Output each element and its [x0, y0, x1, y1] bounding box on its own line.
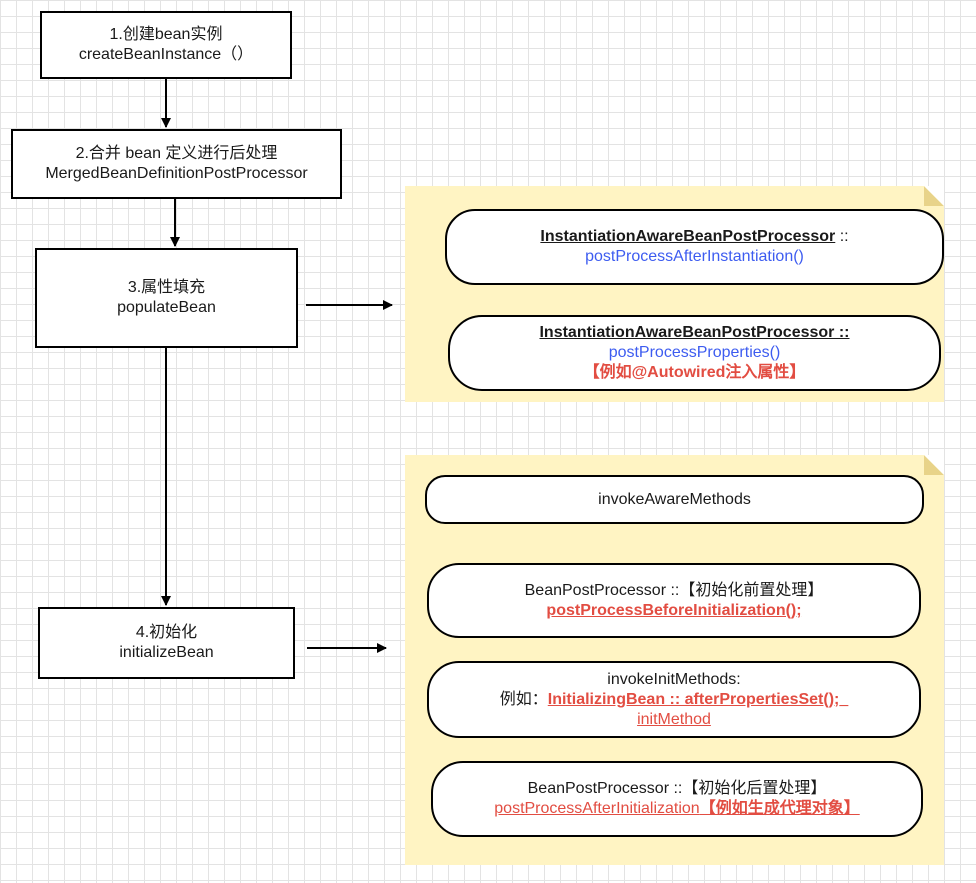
- pill6-line2: postProcessAfterInitialization【例如生成代理对象】: [494, 799, 859, 819]
- pill1-class: InstantiationAwareBeanPostProcessor: [540, 228, 836, 245]
- step2-method: MergedBeanDefinitionPostProcessor: [45, 165, 308, 182]
- pill-post-process-after-instantiation: InstantiationAwareBeanPostProcessor :: p…: [445, 209, 944, 285]
- pill5-prefix: 例如：: [499, 690, 548, 708]
- pill6-method: postProcessAfterInitialization: [494, 800, 700, 817]
- pill1-line1: InstantiationAwareBeanPostProcessor ::: [540, 227, 848, 247]
- pill4-line1: BeanPostProcessor ::【初始化前置处理】: [524, 581, 824, 599]
- pill4-method: postProcessBeforeInitialization();: [546, 601, 802, 619]
- pill-post-process-before-init: BeanPostProcessor ::【初始化前置处理】 postProces…: [427, 563, 921, 638]
- step-merged-bean-definition: 2.合并 bean 定义进行后处理 MergedBeanDefinitionPo…: [11, 129, 342, 199]
- step2-title: 2.合并 bean 定义进行后处理: [75, 145, 278, 162]
- pill1-sep: ::: [835, 228, 849, 245]
- pill1-method: postProcessAfterInstantiation(): [585, 248, 804, 265]
- note-fold-cut: [924, 186, 944, 206]
- pill2-method: postProcessProperties(): [608, 344, 781, 361]
- pill-invoke-init-methods: invokeInitMethods: 例如：InitializingBean :…: [427, 661, 921, 738]
- pill3-text: invokeAwareMethods: [598, 490, 751, 508]
- pill5-line2: 例如：InitializingBean :: afterPropertiesSe…: [500, 690, 849, 710]
- step3-method: populateBean: [117, 299, 216, 316]
- step4-title: 4.初始化: [135, 624, 198, 641]
- step-populate-bean: 3.属性填充 populateBean: [35, 248, 298, 348]
- step4-method: initializeBean: [119, 644, 214, 661]
- pill2-class: InstantiationAwareBeanPostProcessor ::: [539, 324, 850, 341]
- pill-post-process-properties: InstantiationAwareBeanPostProcessor :: p…: [448, 315, 941, 391]
- pill5-init-method: initMethod: [637, 710, 711, 728]
- pill5-line1: invokeInitMethods:: [607, 670, 741, 688]
- pill5-method: InitializingBean :: afterPropertiesSet()…: [547, 690, 849, 708]
- pill6-note: 【例如生成代理对象】: [699, 800, 860, 817]
- pill2-note: 【例如@Autowired注入属性】: [583, 364, 806, 381]
- step3-title: 3.属性填充: [127, 279, 206, 296]
- step-create-bean-instance: 1.创建bean实例 createBeanInstance（）: [40, 11, 292, 79]
- note-fold-cut: [924, 455, 944, 475]
- step1-title: 1.创建bean实例: [109, 26, 223, 43]
- pill6-line1: BeanPostProcessor ::【初始化后置处理】: [527, 780, 827, 797]
- pill-post-process-after-init: BeanPostProcessor ::【初始化后置处理】 postProces…: [431, 761, 923, 837]
- step1-method: createBeanInstance（）: [78, 46, 254, 63]
- step-initialize-bean: 4.初始化 initializeBean: [38, 607, 295, 679]
- pill-invoke-aware-methods: invokeAwareMethods: [425, 475, 924, 524]
